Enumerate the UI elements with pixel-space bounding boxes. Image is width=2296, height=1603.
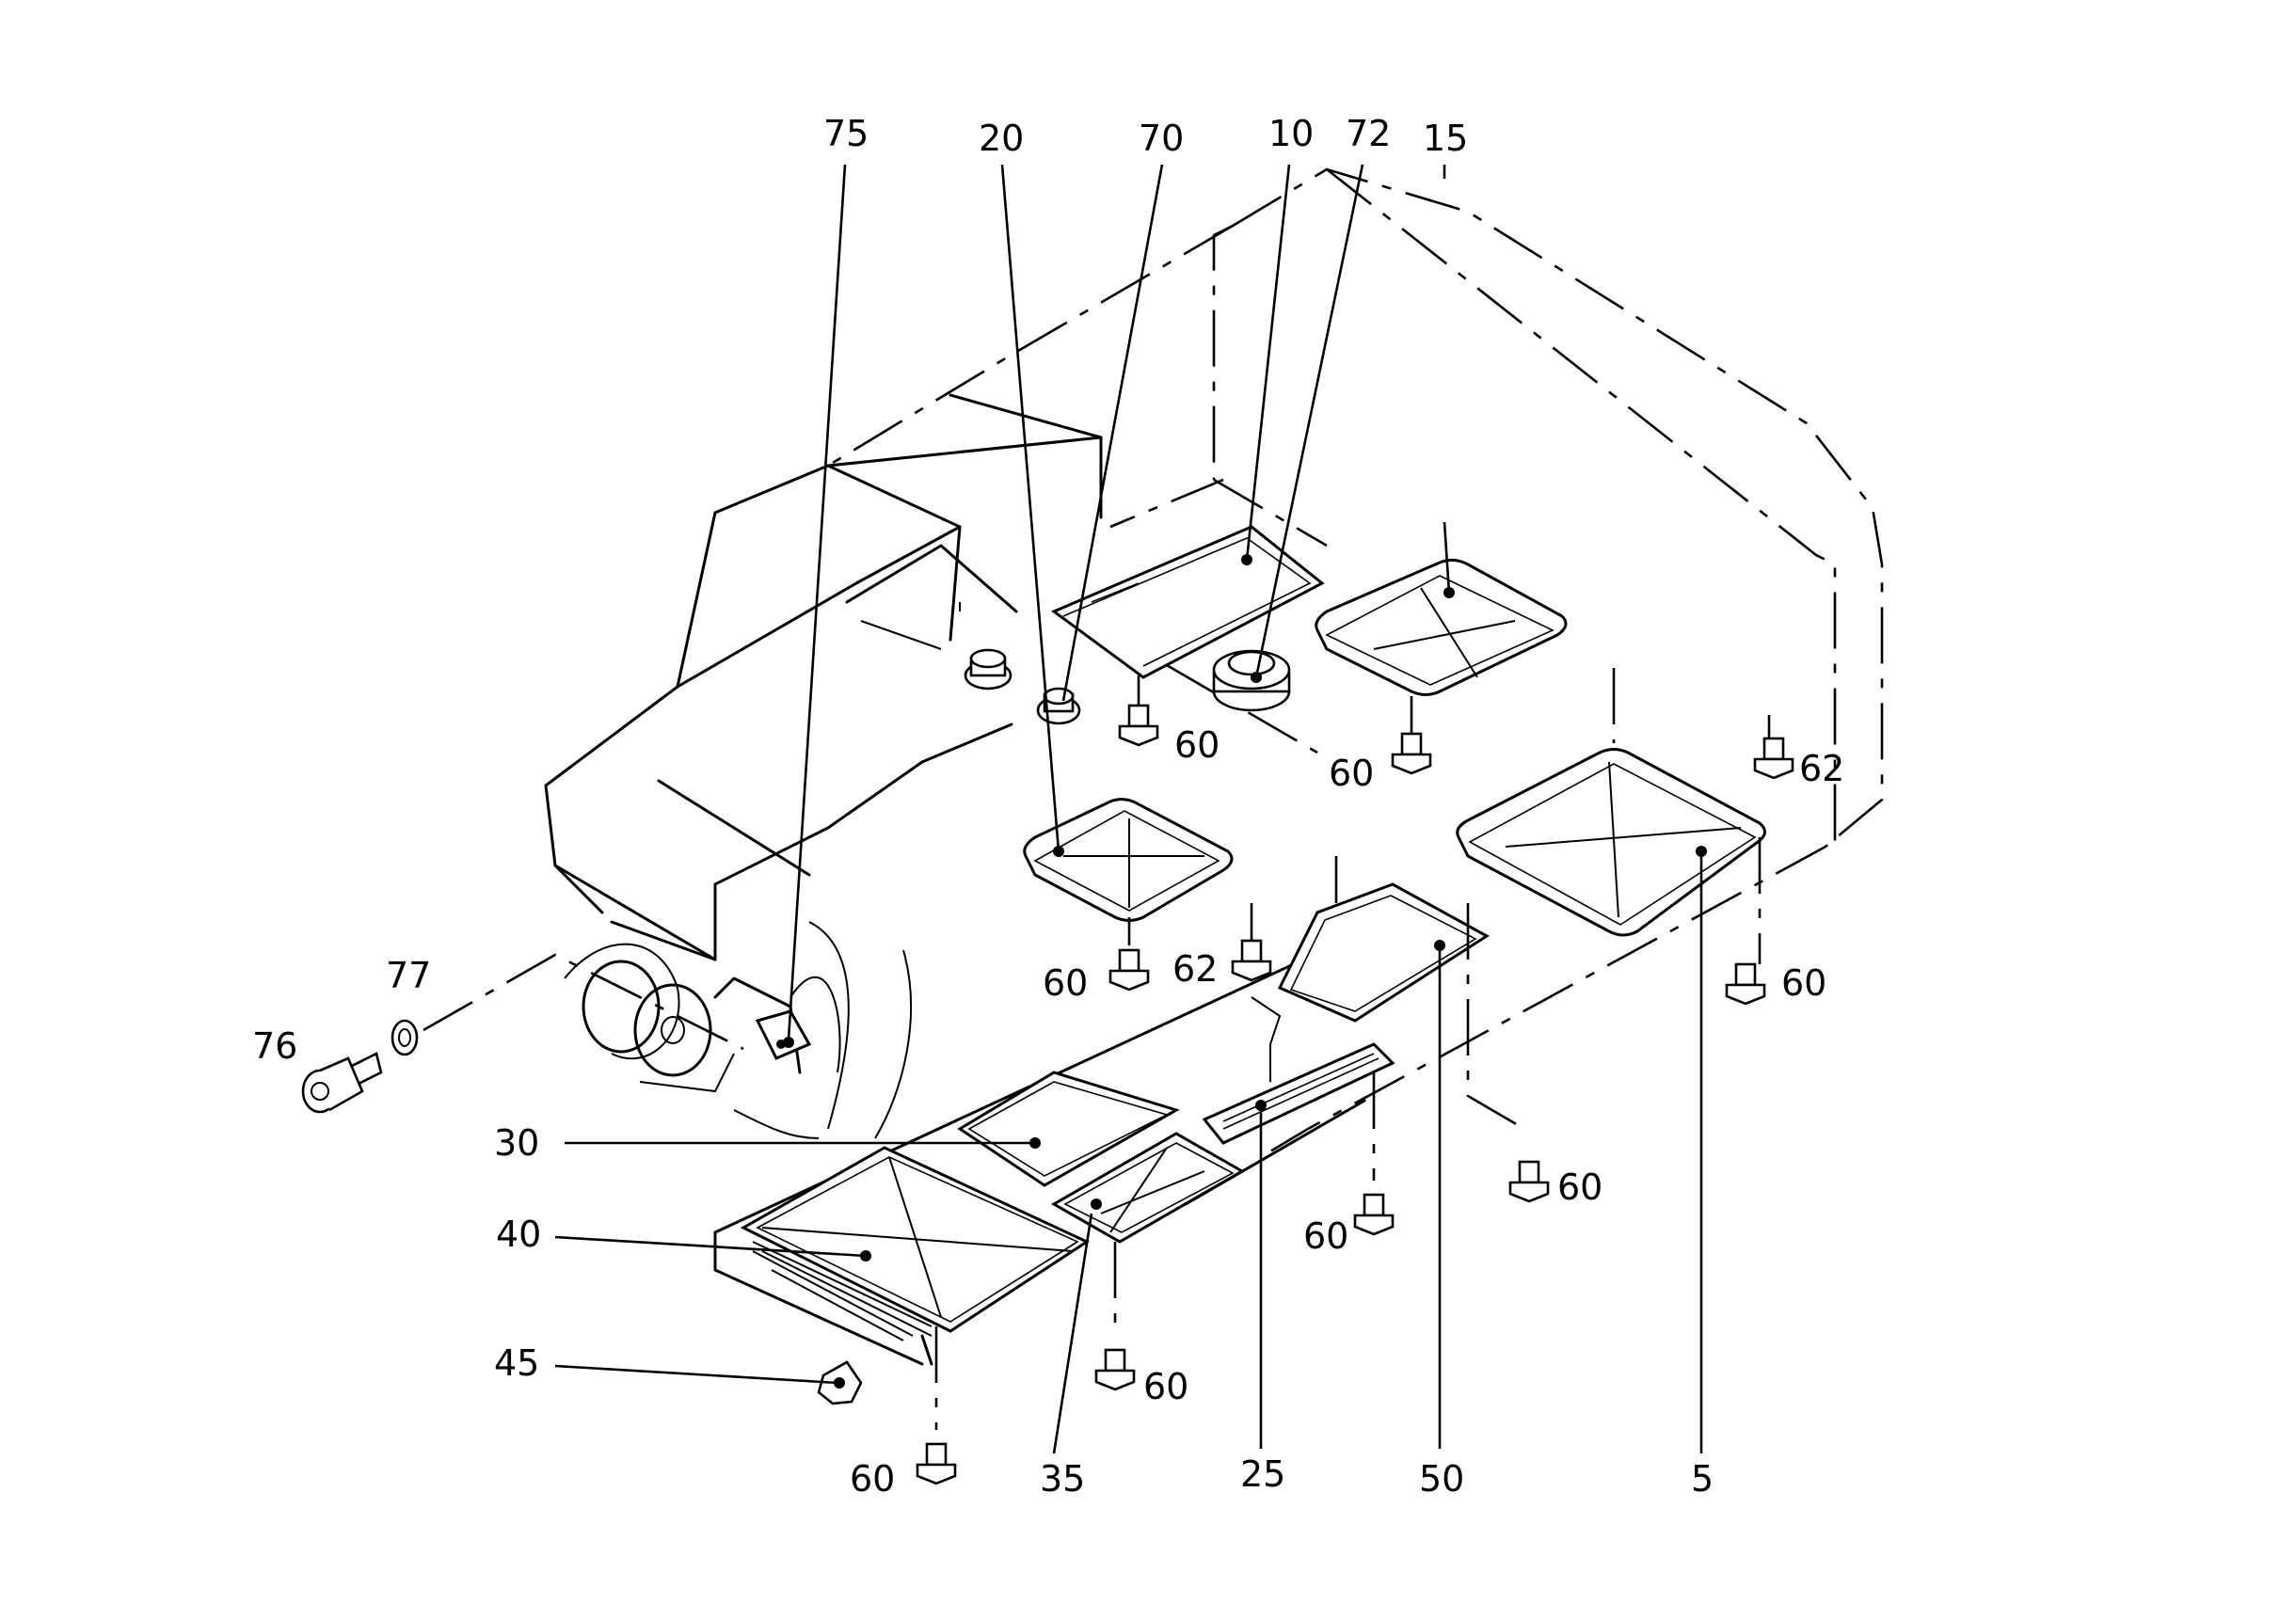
screws: [916, 704, 1794, 1485]
label-40: 40: [496, 1214, 541, 1255]
screw-60-a: [1118, 704, 1159, 747]
cover-plate-40: [740, 1146, 1091, 1337]
label-30: 30: [494, 1122, 539, 1164]
screw-62-a: [1753, 737, 1794, 780]
label-60-f: 60: [1303, 1215, 1348, 1257]
label-60-d: 60: [1781, 962, 1826, 1004]
boom-linkage: [564, 921, 913, 1139]
cover-plate-35: [1050, 1132, 1246, 1244]
bolt-76: [301, 1052, 383, 1114]
screw-60-e: [1508, 1160, 1550, 1203]
cover-plate-30: [957, 1071, 1180, 1187]
cover-plate-15: [1315, 558, 1568, 696]
label-5: 5: [1691, 1458, 1714, 1500]
pad-45: [817, 1360, 863, 1405]
cover-plate-50: [1277, 882, 1490, 1023]
cab-structure: [544, 393, 1103, 961]
label-25: 25: [1240, 1453, 1285, 1495]
screw-60-h: [916, 1442, 957, 1485]
screw-60-f: [1353, 1193, 1395, 1236]
label-60-b: 60: [1329, 753, 1374, 794]
label-70: 70: [1139, 118, 1184, 159]
screw-60-c: [1108, 948, 1150, 992]
screw-62-b: [1231, 939, 1272, 982]
cover-plate-25: [1202, 996, 1395, 1145]
label-62-a: 62: [1799, 748, 1844, 789]
washer-77: [391, 1019, 419, 1056]
label-76: 76: [252, 1025, 297, 1067]
label-77: 77: [386, 955, 431, 996]
plug-cab: [964, 648, 1012, 690]
label-35: 35: [1040, 1458, 1085, 1500]
label-75: 75: [823, 113, 869, 154]
cover-plate-10: [1051, 525, 1325, 679]
callout-labels: 75 20 70 10 72 15 77 76 30 40 45 35 25 5…: [252, 113, 1844, 1500]
leader-lines: [554, 164, 1703, 1454]
callout-dots: [783, 554, 1707, 1262]
bracket-75: [755, 1009, 812, 1060]
label-60-h: 60: [850, 1458, 895, 1500]
screw-60-d: [1725, 962, 1766, 1006]
label-60-g: 60: [1143, 1366, 1188, 1407]
label-62-b: 62: [1172, 948, 1218, 990]
label-50: 50: [1419, 1458, 1464, 1500]
label-60-e: 60: [1557, 1167, 1602, 1208]
machine-frame-outline: [827, 167, 1884, 1159]
screw-60-b: [1391, 732, 1432, 775]
label-60-c: 60: [1043, 962, 1088, 1004]
label-72: 72: [1346, 113, 1391, 154]
grommet-72: [1212, 649, 1291, 712]
cover-plate-20: [1023, 798, 1234, 922]
label-10: 10: [1268, 113, 1314, 154]
label-45: 45: [494, 1342, 539, 1384]
assembly-lines: [423, 668, 1771, 1430]
label-15: 15: [1423, 118, 1468, 159]
plug-70: [1036, 687, 1081, 725]
label-20: 20: [979, 118, 1024, 159]
label-60-a: 60: [1174, 724, 1220, 766]
screw-60-g: [1094, 1348, 1136, 1391]
cover-plate-5: [1456, 748, 1766, 937]
